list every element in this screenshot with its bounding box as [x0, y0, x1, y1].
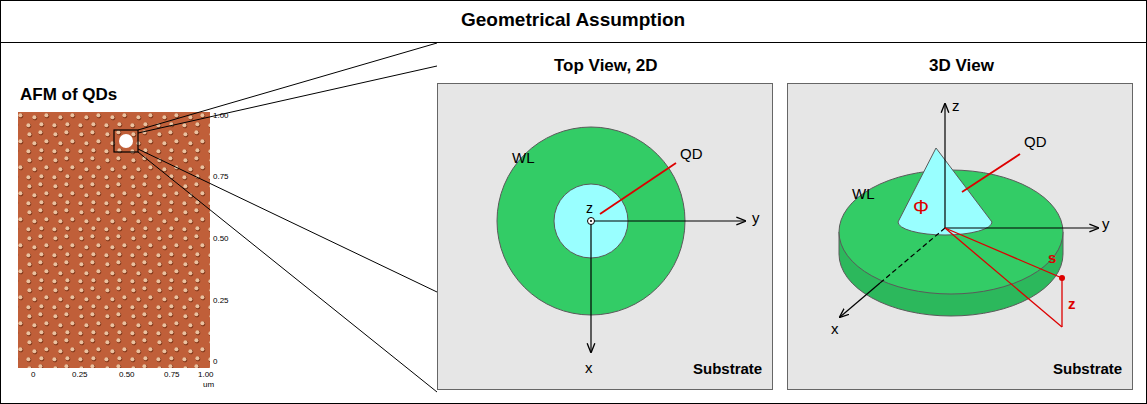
title: Geometrical Assumption [461, 10, 685, 31]
axis-tick-label: 0.75 [213, 173, 229, 182]
part-label: z [1068, 296, 1076, 313]
part-label: Φ [913, 196, 929, 218]
part-label: s [1048, 250, 1056, 267]
panel-label: Substrate [1053, 361, 1122, 378]
axis-tick-label: um [203, 381, 214, 390]
part-label: QD [680, 146, 703, 163]
part-label: y [1102, 216, 1110, 233]
axis-tick-label: 0.25 [72, 371, 88, 380]
part-label: y [752, 210, 760, 227]
3d-view-panel: 3D ViewSubstrate [787, 83, 1133, 390]
panel-heading: 3D View [929, 57, 994, 76]
part-label: z [952, 98, 960, 115]
axis-tick-label: 0.75 [164, 371, 180, 380]
panel-heading: AFM of QDs [20, 86, 117, 105]
part-label: x [831, 321, 839, 338]
axis-tick-label: 1.00 [198, 371, 214, 380]
panel-label: Substrate [693, 361, 762, 378]
top-view-panel: Top View, 2DSubstrate [437, 83, 773, 390]
part-label: WL [512, 150, 535, 167]
axis-tick-label: 0.50 [119, 371, 135, 380]
part-label: WL [852, 186, 875, 203]
panel-heading: Top View, 2D [554, 57, 658, 76]
part-label: z [586, 201, 593, 216]
part-label: QD [1024, 134, 1047, 151]
axis-tick-label: 0.25 [213, 297, 229, 306]
axis-tick-label: 0 [31, 371, 35, 380]
afm-image: AFM of QDs [18, 112, 210, 368]
axis-tick-label: 0.50 [213, 235, 229, 244]
axis-tick-label: 0 [213, 358, 217, 367]
part-label: x [585, 360, 593, 377]
axis-tick-label: 1.00 [213, 112, 229, 121]
